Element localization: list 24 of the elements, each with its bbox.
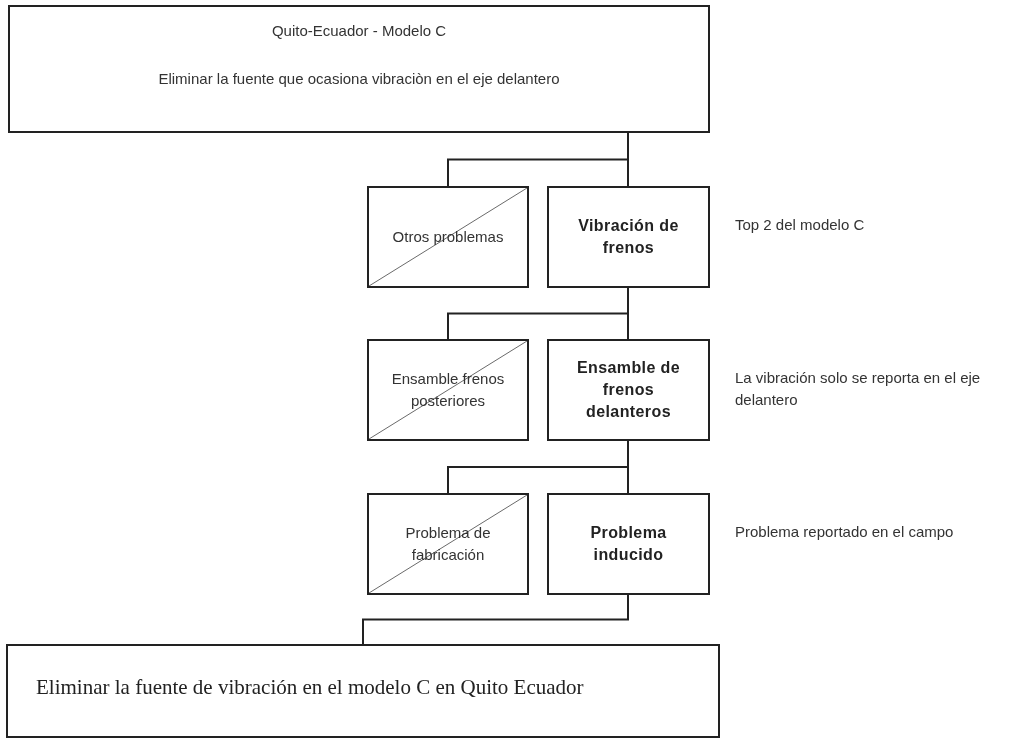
connector-line [627,132,629,187]
side-note: La vibración solo se reporta en el eje delantero [735,368,982,410]
crossed-out-box [367,339,529,441]
connector-line [627,440,629,494]
process-box [6,644,720,738]
box-label: Ensamble de frenos delanteros [575,358,682,422]
box-label: Quito-Ecuador - Modelo C [270,21,448,41]
box-label: Otros problemas [391,227,505,247]
process-box [547,186,710,288]
side-note: Top 2 del modelo C [735,215,866,235]
process-box [8,5,710,133]
goal-text: Eliminar la fuente de vibración en el modelo C en Quito Ecuador [36,674,584,701]
box-label: Eliminar la fuente que ocasiona vibraciòn en el eje delantero [157,69,561,89]
process-box [547,493,710,595]
process-box [547,339,710,441]
box-label: Problema de fabricación [404,523,492,565]
side-note: Problema reportado en el campo [735,522,955,542]
box-label: Ensamble frenos posteriores [390,369,506,411]
connector-line [362,594,629,645]
box-label: Problema inducido [589,523,668,565]
connector-line [627,287,629,340]
box-label: Vibración de frenos [577,216,680,258]
crossed-out-box [367,493,529,595]
crossed-out-box [367,186,529,288]
